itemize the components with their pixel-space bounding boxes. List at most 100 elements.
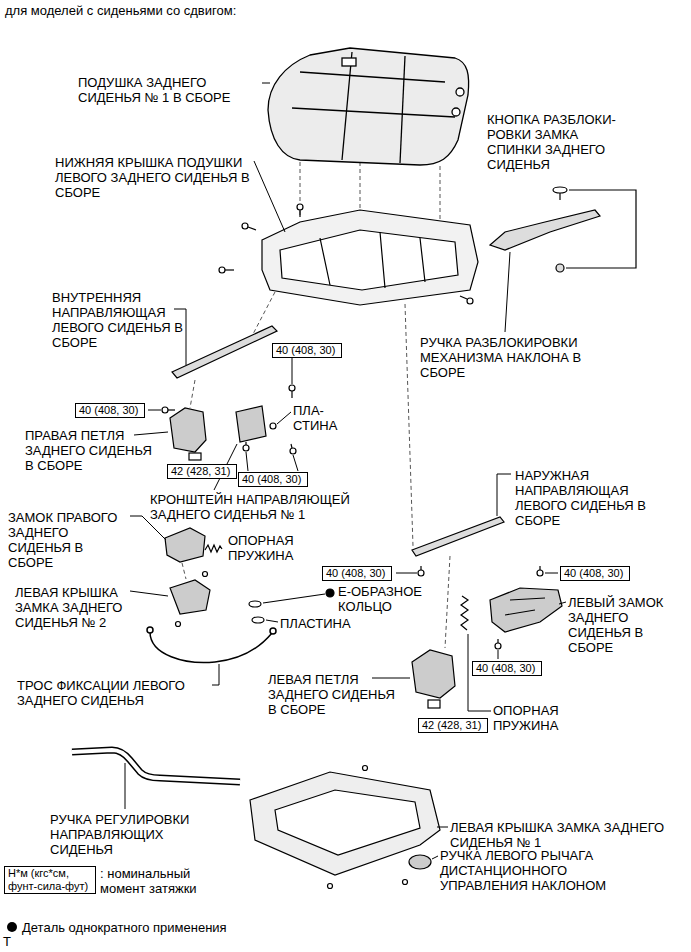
part-name: КНОПКА РАЗБЛОКИ- РОВКИ ЗАМКА СПИНКИ ЗАДН… — [487, 112, 625, 172]
bolt — [418, 570, 424, 576]
leader-line — [125, 83, 566, 859]
part-name: ПРАВАЯ ПЕТЛЯ ЗАДНЕГО СИДЕНЬЯ В СБОРЕ — [25, 428, 157, 473]
release-button — [553, 187, 567, 193]
left-latch — [505, 598, 545, 615]
cushion-lower-cover — [320, 232, 425, 288]
right-hinge — [170, 408, 206, 452]
latch-cover-2 — [203, 572, 208, 577]
release-button — [553, 187, 636, 272]
latch-cover-1 — [409, 855, 431, 869]
e-ring-plate — [326, 589, 334, 597]
latch-cover-1 — [275, 790, 420, 855]
leader-line — [246, 452, 248, 471]
torque-box: 42 (428, 31) — [418, 718, 488, 733]
release-button — [556, 264, 564, 272]
left-hinge — [428, 700, 440, 708]
seat-cushion — [456, 88, 464, 96]
leader-line — [437, 827, 448, 828]
left-hinge — [412, 650, 455, 698]
guide-bracket — [236, 406, 276, 442]
unit-key-box: Н*м (кгс*см, фунт-сила-фут) — [4, 866, 96, 894]
screw — [248, 227, 256, 230]
screw — [299, 210, 300, 217]
leader-line — [545, 573, 558, 574]
e-ring-plate — [263, 594, 325, 603]
leader-line — [498, 650, 499, 659]
leader-line — [262, 83, 270, 84]
torque-box: 40 (408, 30) — [560, 566, 630, 581]
bolt — [162, 407, 168, 413]
bolt — [291, 391, 292, 398]
torque-value: 40 (408, 30) — [564, 567, 626, 580]
latch-cover-1 — [363, 766, 368, 771]
dashed-guide — [405, 304, 413, 546]
dashed-guide — [360, 162, 361, 208]
dashed-guide — [182, 563, 186, 579]
screw — [297, 204, 303, 210]
latch-cover-2 — [170, 572, 210, 627]
leader-line — [148, 410, 161, 411]
torque-box: 40 (408, 30) — [472, 661, 542, 676]
outer-rail — [412, 517, 504, 556]
guide-bracket — [270, 423, 276, 429]
lock-cable — [147, 627, 153, 633]
leader-line — [254, 161, 285, 232]
left-hinge — [412, 650, 455, 708]
part-name: ЛЕВАЯ КРЫШКА ЗАМКА ЗАДНЕГО СИДЕНЬЯ № 1 — [450, 820, 676, 850]
leader-line — [559, 602, 566, 604]
torque-value: 40 (408, 30) — [476, 662, 538, 675]
leader-line — [212, 664, 219, 685]
torque-value: 40 (408, 30) — [242, 473, 304, 486]
latch-cover-1 — [328, 884, 333, 889]
dashed-guide — [190, 380, 195, 408]
latch-cover-1 — [403, 880, 408, 885]
seat-cushion — [300, 72, 445, 82]
lock-cable — [147, 627, 276, 663]
leader-line — [134, 432, 168, 435]
leader-line — [372, 678, 410, 679]
left-latch — [461, 588, 562, 632]
lock-cable — [270, 628, 276, 634]
seat-cushion — [342, 52, 352, 160]
seat-cushion — [342, 58, 356, 66]
leader-line — [125, 763, 126, 809]
cushion-lower-cover — [262, 210, 478, 305]
leader-line — [292, 358, 293, 384]
legend-text: : номинальный момент затяжки — [100, 866, 197, 896]
screw — [467, 298, 473, 304]
leader-line — [266, 620, 278, 622]
page-title: для моделей с сиденьями со сдвигом: — [5, 3, 236, 18]
latch-cover-1 — [250, 766, 440, 889]
part-name: ОПОРНАЯ ПРУЖИНА — [228, 533, 303, 563]
screw — [225, 269, 234, 270]
latch-cover-1 — [250, 772, 440, 875]
bolt — [243, 445, 249, 451]
bolt — [539, 566, 540, 570]
e-ring-plate — [249, 601, 261, 607]
seat-cushion — [268, 48, 469, 165]
legend-dot — [7, 922, 17, 932]
part-name: ЛЕВАЯ КРЫШКА ЗАМКА ЗАДНЕГО СИДЕНЬЯ № 2 — [15, 585, 140, 630]
bolt — [245, 442, 246, 445]
part-name: Е-ОБРАЗНОЕ КОЛЬЦО — [338, 584, 436, 614]
left-latch — [490, 588, 562, 632]
bolt — [495, 643, 501, 649]
recline-release-handle — [490, 210, 600, 250]
torque-box: 40 (408, 30) — [238, 472, 308, 487]
recline-release-handle — [490, 210, 600, 250]
inner-rail — [172, 326, 277, 378]
part-name: ЛЕВАЯ ПЕТЛЯ ЗАДНЕГО СИДЕНЬЯ В СБОРЕ — [268, 672, 400, 717]
torque-box: 42 (428, 31) — [167, 464, 237, 479]
part-name: ПЛА- СТИНА — [293, 403, 343, 433]
leader-line — [130, 591, 168, 596]
seat-cushion — [268, 48, 469, 165]
bolt — [291, 444, 292, 448]
leader-line — [432, 856, 438, 859]
cushion-lower-cover — [262, 210, 478, 305]
screw — [219, 267, 225, 273]
leader-line — [505, 252, 510, 332]
bolt — [420, 566, 421, 570]
guide-bracket — [236, 406, 266, 442]
